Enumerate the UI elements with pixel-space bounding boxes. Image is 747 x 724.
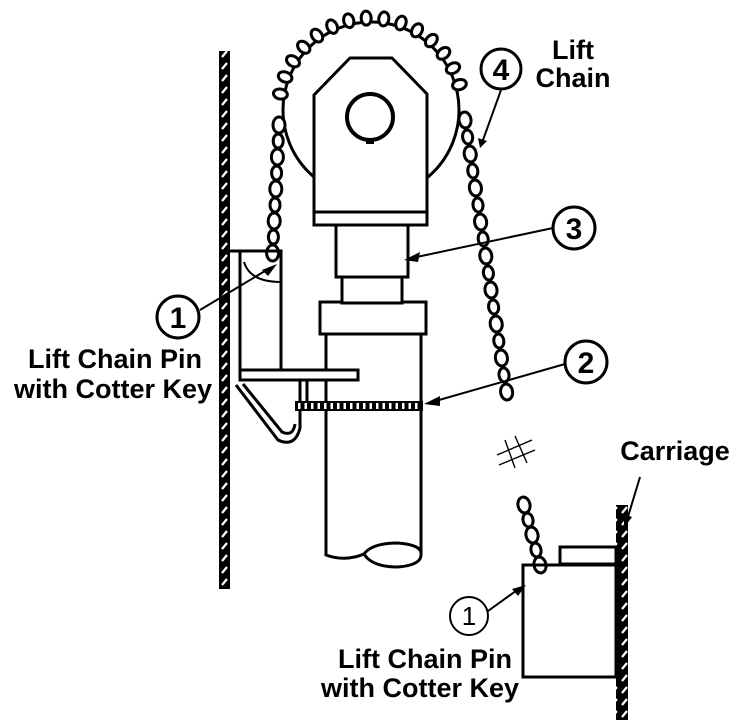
chain-link xyxy=(492,332,506,350)
chain-link xyxy=(524,525,540,545)
callout-3: 3 xyxy=(551,205,597,251)
chain-link xyxy=(481,264,495,282)
sheave-block xyxy=(312,56,429,227)
chain-link xyxy=(325,18,340,35)
chain-link xyxy=(483,280,499,300)
chain-link xyxy=(377,10,391,28)
chain-link xyxy=(423,32,439,49)
thread-mark xyxy=(337,403,340,409)
callout-4-number: 4 xyxy=(493,54,510,87)
chain-link xyxy=(444,61,462,76)
chain-link xyxy=(529,541,543,559)
chain-link xyxy=(268,196,282,214)
chain-link xyxy=(467,178,483,198)
chain-link xyxy=(516,495,532,515)
thread-mark xyxy=(304,403,307,409)
chain-link xyxy=(270,164,284,182)
thread-mark xyxy=(363,403,366,409)
thread-mark xyxy=(402,403,405,409)
chain-link xyxy=(268,179,284,199)
callout-1-lower-label-line1: Lift Chain Pin xyxy=(338,644,512,674)
callout-1-upper: 1 Lift Chain Pin with Cotter Key xyxy=(13,294,212,404)
chain-anchor-bracket xyxy=(230,249,423,444)
thread-mark xyxy=(415,403,418,409)
callout-1-upper-label-line1: Lift Chain Pin xyxy=(28,344,202,374)
chain-link xyxy=(462,144,478,164)
callout-2: 2 xyxy=(563,339,609,385)
thread-mark xyxy=(408,403,411,409)
thread-mark xyxy=(382,403,385,409)
callout-3-number: 3 xyxy=(566,213,583,246)
thread-mark xyxy=(369,403,372,409)
thread-mark xyxy=(395,403,398,409)
callout-4: 4 Lift Chain xyxy=(479,35,611,93)
chain-link xyxy=(457,110,473,130)
thread-mark xyxy=(356,403,359,409)
callout-2-number: 2 xyxy=(578,347,595,380)
chain-link xyxy=(473,212,489,232)
chain-link xyxy=(471,196,485,214)
chain-link xyxy=(461,128,475,146)
callout-1-upper-number: 1 xyxy=(170,302,187,335)
callout-1-lower-number: 1 xyxy=(462,601,476,631)
chain-link xyxy=(359,9,373,27)
chain-link xyxy=(394,14,408,32)
callout-1-lower: 1 Lift Chain Pin with Cotter Key xyxy=(320,596,519,703)
chain-link xyxy=(266,228,280,246)
chain-link xyxy=(409,22,425,39)
chain-link xyxy=(276,70,294,84)
thread-mark xyxy=(317,403,320,409)
lift-cylinder xyxy=(318,223,428,569)
chain-link xyxy=(493,348,509,368)
thread-mark xyxy=(330,403,333,409)
chain-link xyxy=(265,243,281,263)
chain-link xyxy=(521,511,535,529)
carriage-block xyxy=(521,545,618,679)
callout-1-upper-label-line2: with Cotter Key xyxy=(13,374,212,404)
chain-link xyxy=(499,382,515,402)
thread-mark xyxy=(350,403,353,409)
chain-link xyxy=(296,39,312,55)
chain-link xyxy=(488,314,504,334)
chain-link xyxy=(451,77,468,92)
callout-4-label-line2: Chain xyxy=(535,63,610,93)
chain-link xyxy=(271,132,285,150)
section-mark xyxy=(496,435,536,469)
thread-mark xyxy=(298,403,301,409)
callout-1-lower-label-line2: with Cotter Key xyxy=(320,673,519,703)
thread-mark xyxy=(324,403,327,409)
thread-mark xyxy=(376,403,379,409)
carriage-label: Carriage xyxy=(620,436,730,466)
chain-link xyxy=(271,115,287,135)
chain-link xyxy=(269,147,285,167)
carriage-rail xyxy=(616,505,628,720)
mast-rail-left xyxy=(219,51,230,589)
chain-link xyxy=(284,54,301,69)
thread-mark xyxy=(389,403,392,409)
chain-link xyxy=(271,87,289,101)
callout-4-label-line1: Lift xyxy=(552,35,594,65)
thread-mark xyxy=(343,403,346,409)
chain-link xyxy=(466,162,480,180)
chain-link xyxy=(309,27,325,44)
chain-link xyxy=(266,211,282,231)
thread-mark xyxy=(311,403,314,409)
chain-link xyxy=(435,46,452,61)
chain-link xyxy=(478,246,494,266)
chain-link xyxy=(487,298,501,316)
chain-link xyxy=(342,12,356,30)
